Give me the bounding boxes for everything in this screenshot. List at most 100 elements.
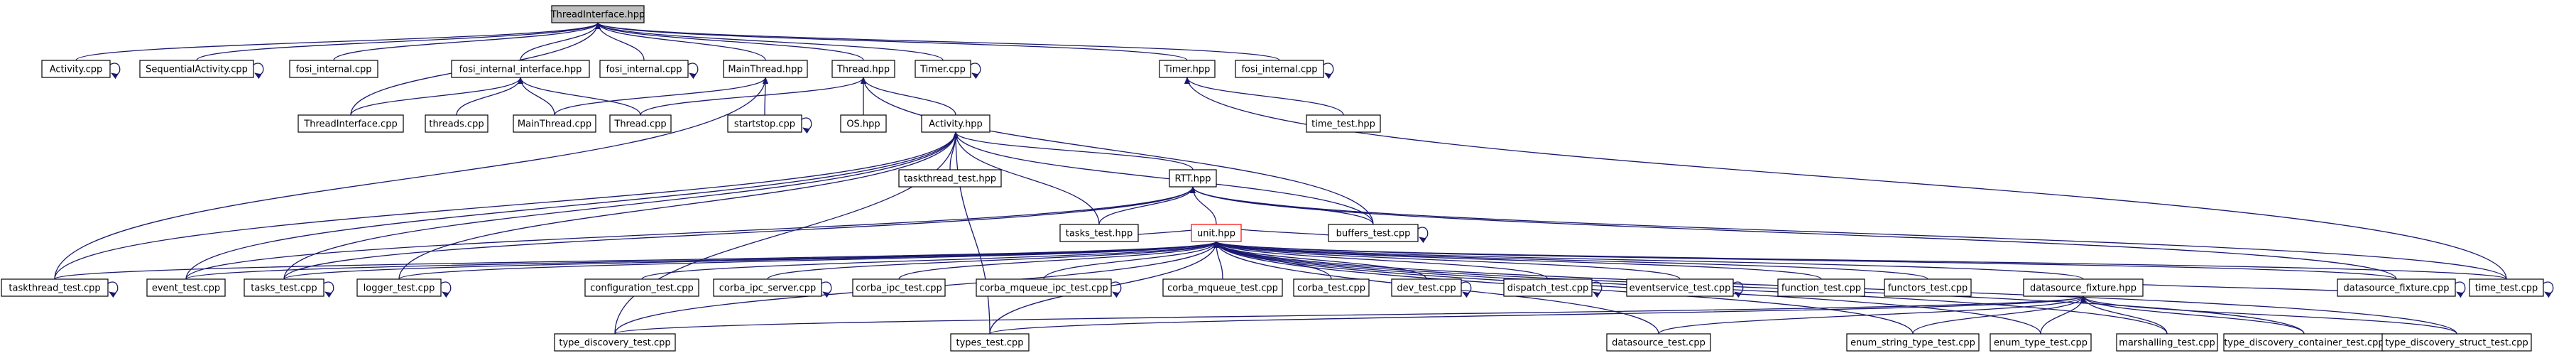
node-Activity_hpp[interactable]: Activity.hpp: [921, 114, 990, 133]
node-taskthread_test_cpp[interactable]: taskthread_test.cpp: [1, 278, 109, 297]
node-startstop_cpp[interactable]: startstop.cpp: [727, 114, 802, 133]
node-box[interactable]: [852, 278, 946, 297]
node-box[interactable]: [289, 60, 378, 78]
node-logger_test_cpp[interactable]: logger_test.cpp: [356, 278, 442, 297]
node-box[interactable]: [584, 278, 699, 297]
node-box[interactable]: [1503, 278, 1593, 297]
node-box[interactable]: [599, 60, 689, 78]
node-box[interactable]: [1884, 278, 1972, 297]
node-unit_hpp[interactable]: unit.hpp: [1191, 224, 1242, 242]
node-box[interactable]: [2023, 278, 2144, 297]
node-SequentialActivity_cpp[interactable]: SequentialActivity.cpp: [139, 60, 254, 78]
node-box[interactable]: [451, 60, 590, 78]
node-corba_ipc_test_cpp[interactable]: corba_ipc_test.cpp: [852, 278, 946, 297]
node-enum_type_test_cpp[interactable]: enum_type_test.cpp: [1990, 333, 2092, 352]
node-box[interactable]: [2116, 333, 2218, 352]
node-Timer_cpp[interactable]: Timer.cpp: [915, 60, 971, 78]
node-marshalling_test_cpp[interactable]: marshalling_test.cpp: [2116, 333, 2218, 352]
node-box[interactable]: [609, 114, 672, 133]
node-configuration_test_cpp[interactable]: configuration_test.cpp: [584, 278, 699, 297]
node-type_discovery_container_test_cpp[interactable]: type_discovery_container_test.cpp: [2223, 333, 2385, 352]
node-eventservice_test_cpp[interactable]: eventservice_test.cpp: [1626, 278, 1734, 297]
node-ThreadInterface_cpp[interactable]: ThreadInterface.cpp: [298, 114, 404, 133]
node-box[interactable]: [1159, 60, 1216, 78]
node-box[interactable]: [921, 114, 990, 133]
node-Thread_hpp[interactable]: Thread.hpp: [831, 60, 895, 78]
node-box[interactable]: [2223, 333, 2385, 352]
node-box[interactable]: [713, 278, 822, 297]
node-corba_test_cpp[interactable]: corba_test.cpp: [1293, 278, 1370, 297]
node-event_test_cpp[interactable]: event_test.cpp: [146, 278, 226, 297]
node-Thread_cpp[interactable]: Thread.cpp: [609, 114, 672, 133]
node-box[interactable]: [1391, 278, 1462, 297]
node-corba_mqueue_ipc_test_cpp[interactable]: corba_mqueue_ipc_test.cpp: [976, 278, 1112, 297]
node-box[interactable]: [425, 114, 489, 133]
node-tasks_test_cpp[interactable]: tasks_test.cpp: [244, 278, 324, 297]
node-box[interactable]: [139, 60, 254, 78]
node-box[interactable]: [723, 60, 808, 78]
node-OS_hpp[interactable]: OS.hpp: [840, 114, 887, 133]
node-box[interactable]: [1169, 169, 1217, 188]
node-time_test_hpp[interactable]: time_test.hpp: [1306, 114, 1381, 133]
node-box[interactable]: [1306, 114, 1381, 133]
node-Activity_cpp[interactable]: Activity.cpp: [41, 60, 111, 78]
node-datasource_fixture_hpp[interactable]: datasource_fixture.hpp: [2023, 278, 2144, 297]
node-functors_test_cpp[interactable]: functors_test.cpp: [1884, 278, 1972, 297]
node-box[interactable]: [2469, 278, 2544, 297]
node-tasks_test_hpp[interactable]: tasks_test.hpp: [1059, 224, 1139, 242]
node-corba_ipc_server_cpp[interactable]: corba_ipc_server.cpp: [713, 278, 822, 297]
node-box[interactable]: [1235, 60, 1324, 78]
node-fosi_internal_cpp_2[interactable]: fosi_internal.cpp: [599, 60, 689, 78]
node-box[interactable]: [1, 278, 109, 297]
node-box[interactable]: [1162, 278, 1283, 297]
node-box[interactable]: [356, 278, 442, 297]
node-box[interactable]: [146, 278, 226, 297]
node-box[interactable]: [244, 278, 324, 297]
node-Timer_hpp[interactable]: Timer.hpp: [1159, 60, 1216, 78]
node-box[interactable]: [1777, 278, 1865, 297]
node-time_test_cpp[interactable]: time_test.cpp: [2469, 278, 2544, 297]
node-dispatch_test_cpp[interactable]: dispatch_test.cpp: [1503, 278, 1593, 297]
node-types_test_cpp[interactable]: types_test.cpp: [950, 333, 1030, 352]
node-RTT_hpp[interactable]: RTT.hpp: [1169, 169, 1217, 188]
node-box[interactable]: [513, 114, 596, 133]
node-buffers_test_cpp[interactable]: buffers_test.cpp: [1328, 224, 1419, 242]
node-corba_mqueue_test_cpp[interactable]: corba_mqueue_test.cpp: [1162, 278, 1283, 297]
node-enum_string_type_test_cpp[interactable]: enum_string_type_test.cpp: [1846, 333, 1980, 352]
node-box[interactable]: [727, 114, 802, 133]
node-taskthread_test_hpp[interactable]: taskthread_test.hpp: [898, 169, 1002, 188]
node-type_discovery_test_cpp[interactable]: type_discovery_test.cpp: [554, 333, 676, 352]
node-box[interactable]: [1990, 333, 2092, 352]
node-box[interactable]: [1606, 333, 1711, 352]
node-box[interactable]: [976, 278, 1112, 297]
node-fosi_internal_cpp_3[interactable]: fosi_internal.cpp: [1235, 60, 1324, 78]
node-datasource_test_cpp[interactable]: datasource_test.cpp: [1606, 333, 1711, 352]
node-box[interactable]: [1059, 224, 1139, 242]
node-box[interactable]: [551, 5, 645, 23]
node-type_discovery_struct_test_cpp[interactable]: type_discovery_struct_test.cpp: [2381, 333, 2532, 352]
node-box[interactable]: [840, 114, 887, 133]
node-box[interactable]: [2337, 278, 2456, 297]
node-box[interactable]: [950, 333, 1030, 352]
node-box[interactable]: [1328, 224, 1419, 242]
node-dev_test_cpp[interactable]: dev_test.cpp: [1391, 278, 1462, 297]
node-fosi_internal_interface_hpp[interactable]: fosi_internal_interface.hpp: [451, 60, 590, 78]
node-box[interactable]: [1846, 333, 1980, 352]
node-threads_cpp[interactable]: threads.cpp: [425, 114, 489, 133]
node-MainThread_hpp[interactable]: MainThread.hpp: [723, 60, 808, 78]
node-box[interactable]: [1293, 278, 1370, 297]
node-function_test_cpp[interactable]: function_test.cpp: [1777, 278, 1865, 297]
node-box[interactable]: [915, 60, 971, 78]
node-box[interactable]: [298, 114, 404, 133]
node-MainThread_cpp[interactable]: MainThread.cpp: [513, 114, 596, 133]
node-box[interactable]: [554, 333, 676, 352]
node-ThreadInterface_hpp[interactable]: ThreadInterface.hpp: [550, 5, 645, 23]
node-box[interactable]: [898, 169, 1002, 188]
node-fosi_internal_cpp_1[interactable]: fosi_internal.cpp: [289, 60, 378, 78]
node-box[interactable]: [1626, 278, 1734, 297]
node-box[interactable]: [831, 60, 895, 78]
node-box[interactable]: [2381, 333, 2532, 352]
node-datasource_fixture_cpp[interactable]: datasource_fixture.cpp: [2337, 278, 2456, 297]
node-box[interactable]: [41, 60, 111, 78]
node-box[interactable]: [1191, 224, 1242, 242]
